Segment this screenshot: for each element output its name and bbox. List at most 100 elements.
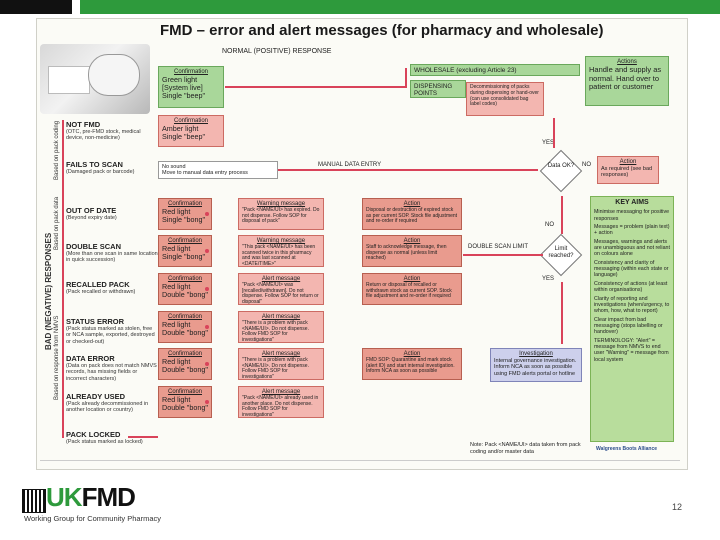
confirm-green-line2: [System live] [162,83,203,93]
row-label: PACK LOCKED [66,430,121,439]
yes-line-1 [553,118,555,148]
row-message-heading: Alert message [261,389,301,395]
normal-branch-line [405,68,407,88]
row-already-used: ALREADY USED (Pack already decommissione… [66,392,158,414]
top-black-bar [0,0,72,14]
key-aim-item: Minimise messaging for positive response… [594,209,670,222]
row-confirm-box: Confirmation Red light Double "bong" [158,273,212,305]
scanner-image [88,54,140,96]
row-confirm-line1: Red light [162,319,191,329]
scanner-photo [40,44,150,114]
row-action-box: Action Staff to acknowledge message, the… [362,235,462,267]
row-sub: (Pack status marked as locked) [66,439,143,445]
row-confirm-line2: Double "bong" [162,328,208,338]
row-confirm-heading: Confirmation [167,389,202,395]
walgreens-label: Walgreens Boots Alliance [596,446,658,452]
row-data-error: DATA ERROR (Data on pack does not match … [66,354,158,382]
row-confirm-line2: Double "bong" [162,290,208,300]
dispensing-points-box: DISPENSING POINTS [410,80,466,98]
row-message-heading: Warning message [256,201,306,207]
row-message-text: "This pack <NAME/UI> has been scanned tw… [242,243,316,267]
row-message-box: Alert message "There is a problem with p… [238,348,324,380]
poster-title: FMD – error and alert messages (for phar… [160,22,604,39]
row-message-heading: Warning message [256,238,306,244]
action-required-heading: Action [619,159,637,165]
actions-top-box: Actions Handle and supply as normal. Han… [585,56,669,106]
action-required-box: Action As required (see bad responses) [597,156,659,184]
row-confirm-box: Confirmation Red light Single "bong" [158,198,212,230]
row-confirm-heading: Confirmation [167,351,202,357]
row-confirm-line1: Red light [162,206,191,216]
row-confirm-box: Confirmation Red light Single "bong" [158,235,212,267]
key-aim-item: Messages, warnings and alerts are unambi… [594,238,670,258]
key-aim-item: Messages = problem (plain text) + action [594,224,670,237]
footer-rule [40,460,680,461]
ukfmd-logo: UKFMD [46,482,136,512]
row-message-heading: Alert message [261,351,301,357]
row-sub: (Pack status marked as stolen, free or N… [66,326,155,345]
row-label: OUT OF DATE [66,206,117,215]
fails-scan-label: FAILS TO SCAN [66,160,123,169]
side-label-coding: Based on pack coding [54,120,60,180]
row-confirm-line2: Double "bong" [162,403,208,413]
row-action-heading: Action [403,238,421,244]
row-action-text: Return or disposal of recalled or withdr… [366,281,452,300]
row-action-box: Action Return or disposal of recalled or… [362,273,462,305]
confirm-green-box: Confirmation Green light [System live] S… [158,66,224,108]
row-confirm-box: Confirmation Red light Double "bong" [158,348,212,380]
logo-uk: UK [46,482,83,512]
row-message-box: Alert message "Pack <NAME/UI> was [recal… [238,273,324,305]
fails-scan-sub: (Damaged pack or barcode) [66,169,135,175]
row-message-text: "Pack <NAME/UI> already used in another … [242,394,319,418]
row-confirm-box: Confirmation Red light Double "bong" [158,311,212,343]
yes-label-1: YES [542,140,555,146]
confirm-amber-line1: Amber light [162,123,199,133]
row-action-text: Staff to acknowledge message, then dispe… [366,243,447,262]
row-sub: (Data on pack does not match NMVS record… [66,363,157,382]
confirm-green-line1: Green light [162,74,198,84]
row-sub: (Pack recalled or withdrawn) [66,289,136,295]
normal-flow-line [225,86,405,88]
page-number: 12 [672,502,683,512]
double-scan-limit-line [463,254,543,256]
no-label-1: NO [582,162,591,168]
red-dot [205,400,209,404]
investigation-heading: Investigation [519,351,553,357]
decommission-note: Decommissioning of packs during dispensi… [466,82,544,116]
row-label: DATA ERROR [66,354,115,363]
yes-line-2 [561,282,563,344]
fails-scan-block: FAILS TO SCAN (Damaged pack or barcode) [66,160,158,175]
row-label: ALREADY USED [66,392,126,401]
investigation-text: Internal governance investigation. Infor… [494,357,577,377]
wholesale-box: WHOLESALE (excluding Article 23) [410,64,580,76]
row-confirm-box: Confirmation Red light Double "bong" [158,386,212,418]
side-label-bad: BAD (NEGATIVE) RESPONSES [44,232,53,350]
row-double-scan: DOUBLE SCAN (More than one scan in same … [66,242,158,264]
row-message-box: Alert message "There is a problem with p… [238,311,324,343]
row-pack-locked: PACK LOCKED (Pack status marked as locke… [66,430,176,445]
normal-response-header: NORMAL (POSITIVE) RESPONSE [222,48,332,55]
limit-reached-text: Limit reached? [548,246,574,259]
confirm-amber-heading: Confirmation [173,118,208,124]
row-message-box: Warning message "This pack <NAME/UI> has… [238,235,324,267]
row-confirm-heading: Confirmation [167,201,202,207]
row-action-heading: Action [403,351,421,357]
confirm-green-heading: Confirmation [173,69,208,75]
key-aim-item: Clear impact from bad messaging (stops l… [594,316,663,336]
manual-entry-label: MANUAL DATA ENTRY [318,162,382,168]
row-confirm-line1: Red light [162,243,191,253]
row-sub: (Beyond expiry date) [66,215,117,221]
key-aim-item: Clarity of reporting and investigations … [594,295,670,315]
row-action-text: Disposal or destruction of expired stock… [366,206,458,225]
actions-top-text: Handle and supply as normal. Hand over t… [589,64,662,92]
note-text: Note: Pack <NAME/UI> data taken from pac… [470,442,581,455]
not-fmd-label: NOT FMD [66,120,101,129]
row-status-error: STATUS ERROR (Pack status marked as stol… [66,317,158,345]
fails-scan-box-line1: No sound [162,164,186,170]
investigation-box: Investigation Internal governance invest… [490,348,582,382]
row-confirm-heading: Confirmation [167,238,202,244]
row-confirm-heading: Confirmation [167,314,202,320]
row-label: STATUS ERROR [66,317,125,326]
row-sub: (Pack already decommissioned in another … [66,401,149,414]
double-scan-limit-label: DOUBLE SCAN LIMIT [468,244,529,250]
